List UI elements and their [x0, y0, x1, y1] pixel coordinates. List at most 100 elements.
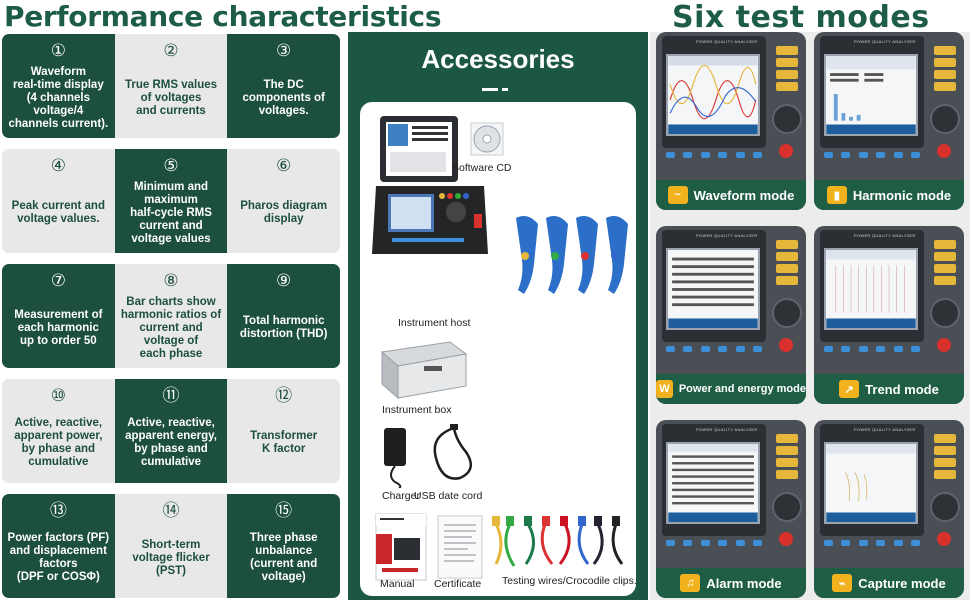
power-button-icon — [937, 532, 951, 546]
device-brand: POWER QUALITY ANALYZER — [854, 39, 916, 44]
charger-image — [384, 428, 406, 488]
capture-icon: ⌁ — [832, 574, 853, 592]
manual-image — [375, 513, 427, 581]
device-function-keys — [934, 46, 956, 94]
mode-card-capture: POWER QUALITY ANALYZER ⌁ Capture mode — [814, 420, 964, 598]
perf-text: Three phase unbalance (current and volta… — [249, 532, 318, 583]
perf-number: ③ — [276, 41, 292, 61]
device-soft-keys — [666, 346, 762, 352]
device-navigation-pad — [930, 298, 960, 328]
mode-card-trend: POWER QUALITY ANALYZER ↗ Trend mode — [814, 226, 964, 404]
manual-label: Manual — [380, 578, 415, 590]
device-brand: POWER QUALITY ANALYZER — [696, 39, 758, 44]
device-soft-keys — [666, 152, 762, 158]
title-underline — [482, 88, 498, 91]
perf-group-1: ① Waveform real-time display (4 channels … — [2, 34, 340, 138]
mode-label-trend: ↗ Trend mode — [814, 374, 964, 404]
perf-group-4: ⑩ Active, reactive, apparent power, by ph… — [2, 379, 340, 483]
mode-label-harmonic: ▮ Harmonic mode — [814, 180, 964, 210]
device-soft-keys — [666, 540, 762, 546]
mode-label-alarm: ♫ Alarm mode — [656, 568, 806, 598]
perf-number: ② — [163, 41, 179, 61]
device-function-keys — [776, 434, 798, 482]
perf-number: ⑭ — [162, 501, 180, 521]
mode-card-power-energy: POWER QUALITY ANALYZER W Power and energ… — [656, 226, 806, 404]
perf-number: ⑪ — [162, 386, 180, 406]
perf-text: Minimum and maximum half-cycle RMS curre… — [130, 180, 212, 245]
perf-text: Measurement of each harmonic up to order… — [14, 308, 103, 347]
software-cd-image — [470, 122, 504, 156]
power-button-icon — [937, 144, 951, 158]
device-function-keys — [934, 240, 956, 288]
perf-number: ⑥ — [276, 156, 292, 176]
software-cd-label: Software CD — [452, 162, 512, 174]
perf-text: The DC components of voltages. — [242, 78, 325, 117]
perf-text: Waveform real-time display (4 channels v… — [8, 65, 109, 130]
perf-text: Total harmonic distortion (THD) — [239, 315, 328, 340]
mode-label-text: Capture mode — [858, 575, 946, 591]
mode-label-waveform: ~ Waveform mode — [656, 180, 806, 210]
current-clamps-image — [516, 216, 628, 294]
device-soft-keys — [824, 152, 920, 158]
waveform-icon: ~ — [667, 186, 688, 204]
perf-text: Active, reactive, apparent power, by pha… — [14, 417, 103, 468]
mode-card-waveform: POWER QUALITY ANALYZER ~ Waveform mode — [656, 32, 806, 210]
test-wires-label: Testing wires/Crocodile clips. — [502, 575, 637, 587]
mode-label-text: Harmonic mode — [852, 187, 952, 203]
perf-number: ⑨ — [276, 271, 292, 291]
device-brand: POWER QUALITY ANALYZER — [854, 233, 916, 238]
title-underline-dot — [502, 88, 508, 91]
perf-number: ⑩ — [50, 386, 66, 406]
accessories-title: Accessories — [421, 44, 575, 74]
power-w-icon: W — [656, 380, 673, 398]
perf-item-13: ⑬ Power factors (PF) and displacement fac… — [2, 494, 115, 598]
device-soft-keys — [824, 540, 920, 546]
bell-icon: ♫ — [680, 574, 701, 592]
power-button-icon — [937, 338, 951, 352]
perf-text: Bar charts show harmonic ratios of curre… — [120, 295, 222, 360]
perf-number: ⑫ — [275, 386, 293, 406]
mode-card-alarm: POWER QUALITY ANALYZER ♫ Alarm mode — [656, 420, 806, 598]
device-navigation-pad — [772, 298, 802, 328]
usb-cord-image — [433, 424, 473, 480]
device-brand: POWER QUALITY ANALYZER — [854, 427, 916, 432]
charger-label: Charger — [382, 490, 420, 502]
perf-number: ⑦ — [50, 271, 66, 291]
usb-cord-label: USB date cord — [414, 490, 483, 502]
accessories-card: Instrument host Software CD — [360, 102, 637, 596]
perf-number: ⑬ — [49, 501, 67, 521]
capture-screen — [824, 442, 918, 524]
mode-card-harmonic: POWER QUALITY ANALYZER ▮ Harmonic mode — [814, 32, 964, 210]
instrument-host-label: Instrument host — [398, 317, 471, 329]
mode-label-text: Power and energy mode — [678, 383, 806, 395]
alarm-screen — [666, 442, 760, 524]
power-energy-screen — [666, 248, 760, 330]
certificate-label: Certificate — [434, 578, 482, 590]
trend-icon: ↗ — [839, 380, 860, 398]
device-function-keys — [934, 434, 956, 482]
mode-label-text: Alarm mode — [706, 575, 782, 591]
perf-item-1: ① Waveform real-time display (4 channels … — [2, 34, 115, 138]
perf-number: ① — [50, 41, 66, 61]
perf-item-10: ⑩ Active, reactive, apparent power, by ph… — [2, 379, 115, 483]
device-soft-keys — [824, 346, 920, 352]
device-navigation-pad — [772, 492, 802, 522]
certificate-image — [437, 515, 483, 579]
perf-text: Power factors (PF) and displacement fact… — [7, 532, 110, 583]
device-brand: POWER QUALITY ANALYZER — [696, 233, 758, 238]
mode-label-text: Waveform mode — [693, 187, 795, 203]
perf-number: ⑧ — [163, 271, 179, 291]
test-wires-image — [492, 516, 624, 567]
instrument-box-image — [380, 341, 468, 400]
perf-text: Active, reactive, apparent energy, by ph… — [125, 417, 217, 468]
instrument-box-label: Instrument box — [382, 404, 452, 416]
perf-number: ④ — [50, 156, 66, 176]
waveform-screen — [666, 54, 760, 136]
perf-item-7: ⑦ Measurement of each harmonic up to orde… — [2, 264, 115, 368]
